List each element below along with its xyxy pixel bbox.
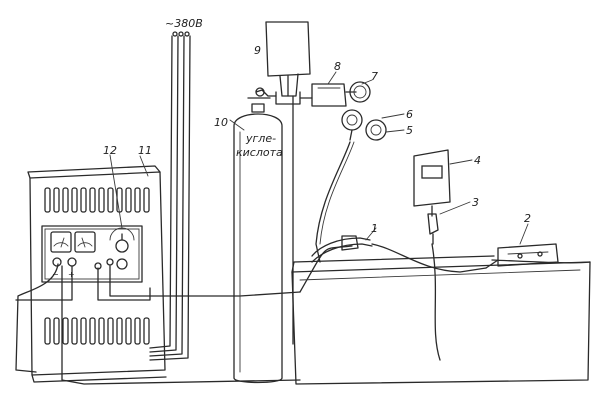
output-terminals (52, 257, 114, 270)
callout-5: 5 (406, 124, 413, 137)
gas-hose (315, 141, 355, 263)
cylinder-valve-piping (255, 87, 313, 105)
callout-7: 7 (371, 70, 378, 83)
callout-leader-lines (109, 71, 529, 245)
flow-valve (427, 213, 441, 361)
callout-8: 8 (334, 60, 341, 73)
callout-3: 3 (472, 196, 479, 209)
low-pressure-gauge (365, 119, 387, 141)
cylinder-label-line1: угле- (245, 132, 276, 145)
callout-12: 12 (103, 144, 117, 157)
welding-rectifier: − + (27, 165, 167, 383)
co2-cylinder: угле- кислота (233, 97, 283, 384)
gas-flowmeter (413, 149, 451, 217)
ammeter-gauge (50, 231, 72, 253)
regulator-knob (109, 227, 135, 270)
gas-heater (265, 21, 311, 345)
mains-supply-cable: ~380В (149, 17, 203, 361)
callout-2: 2 (524, 212, 531, 225)
callout-1: 1 (371, 222, 378, 235)
lower-ventilation-slots (44, 317, 150, 345)
callout-11: 11 (138, 144, 152, 157)
control-panel: − + (41, 225, 143, 283)
gas-dryer (311, 83, 357, 107)
callout-4: 4 (474, 154, 481, 167)
callout-10: 10 (214, 116, 228, 129)
callout-9: 9 (254, 44, 261, 57)
callout-6: 6 (406, 108, 413, 121)
reducer-body (341, 109, 363, 131)
welding-torch (311, 235, 487, 273)
cylinder-label-line2: кислота (236, 146, 283, 159)
high-pressure-gauge (349, 81, 371, 103)
workpiece-table (291, 255, 591, 385)
upper-ventilation-slots (44, 187, 150, 213)
minus-terminal-sign: − (52, 270, 59, 279)
callout-numbers: 1 2 3 4 5 6 7 8 9 10 11 12 (103, 44, 531, 235)
welding-cables (15, 245, 353, 385)
voltmeter-gauge (74, 231, 96, 253)
control-box (485, 243, 559, 269)
supply-voltage-label: ~380В (165, 17, 203, 30)
pressure-reducer (341, 81, 387, 141)
